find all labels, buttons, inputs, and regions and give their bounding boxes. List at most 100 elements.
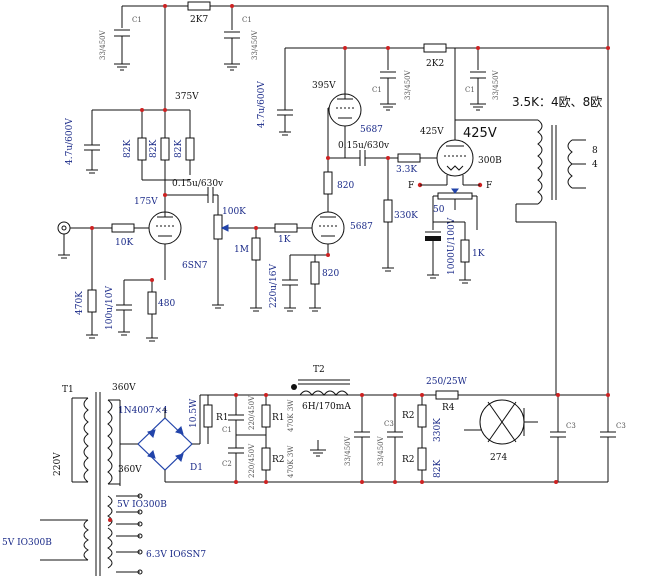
output-transformer: 8 4	[455, 119, 598, 395]
tube-5687-lower: 5687	[311, 211, 373, 255]
resistor-470k: 470K	[75, 226, 98, 339]
voltage-175v: 175V	[134, 197, 158, 207]
resistor-r4: 250/25W R4	[426, 377, 468, 413]
srpp-mid: 0.15u/630v 820	[323, 108, 398, 212]
svg-text:330K: 330K	[433, 418, 443, 442]
svg-text:220u/16V: 220u/16V	[269, 264, 279, 308]
cap-c1-b: C1 33/450V	[224, 16, 259, 71]
junctions	[140, 4, 610, 484]
svg-text:0.15u/630v: 0.15u/630v	[172, 179, 224, 189]
voltage-375v: 375V	[175, 92, 199, 102]
svg-text:4: 4	[592, 160, 598, 170]
svg-text:2K2: 2K2	[426, 59, 444, 69]
cap-pc6: C3	[556, 395, 626, 483]
resistor-2k2: 2K2	[423, 43, 447, 69]
svg-text:820: 820	[322, 269, 339, 279]
svg-text:F: F	[408, 181, 414, 191]
winding-taps: 5V IO300B 6.3V IO6SN7	[116, 493, 206, 575]
svg-text:470K 3W: 470K 3W	[287, 399, 295, 432]
svg-text:100K: 100K	[222, 207, 246, 217]
cap-pc1-pc2: C1 C2 220/450V 220/450V	[222, 395, 256, 482]
voltage-395v: 395V	[312, 81, 336, 91]
svg-text:33/450V: 33/450V	[251, 29, 259, 60]
choke-t2: T2 6H/170mA	[291, 365, 351, 457]
svg-text:82K: 82K	[123, 140, 133, 158]
power-transformer-t1: T1 220V 5V IO300B	[2, 385, 113, 576]
cap-c1-d: C1 33/450V	[465, 69, 500, 111]
svg-text:33/450V: 33/450V	[404, 69, 412, 100]
svg-text:33/450V: 33/450V	[344, 435, 352, 466]
svg-text:C1: C1	[222, 426, 232, 434]
svg-text:4.7u/600V: 4.7u/600V	[65, 118, 75, 165]
svg-text:220/450V: 220/450V	[248, 395, 256, 430]
divider-resistors: R2 R2 330K 82K	[402, 395, 443, 482]
cap-c1-c: C1 33/450V	[372, 69, 412, 111]
cap-4u7-b: 4.7u/600V	[257, 81, 293, 136]
svg-text:C1: C1	[372, 86, 382, 94]
svg-text:10K: 10K	[115, 238, 133, 248]
svg-text:F: F	[486, 181, 492, 191]
svg-text:1N4007×4: 1N4007×4	[118, 406, 168, 416]
svg-text:R2: R2	[402, 411, 415, 421]
resistor-330k: 330K	[382, 156, 418, 272]
svg-text:C3: C3	[616, 422, 626, 430]
svg-text:8: 8	[592, 146, 598, 156]
power-rail: 10.5W R1	[165, 394, 608, 483]
svg-text:6SN7: 6SN7	[182, 261, 208, 271]
bleeder-resistors: R1 R2 470K 3W 470K 3W	[236, 395, 295, 482]
svg-text:100u/10V: 100u/10V	[105, 286, 115, 330]
svg-text:0.15u/630v: 0.15u/630v	[338, 141, 390, 151]
svg-text:C3: C3	[384, 420, 394, 428]
svg-text:C1: C1	[132, 16, 142, 24]
tube-274: 274	[464, 399, 538, 463]
svg-text:5687: 5687	[360, 125, 383, 135]
svg-text:33/450V: 33/450V	[99, 29, 107, 60]
svg-text:C3: C3	[566, 422, 576, 430]
svg-text:C2: C2	[222, 460, 232, 468]
svg-text:1K: 1K	[472, 249, 485, 259]
svg-text:D1: D1	[190, 463, 203, 473]
resistor-1m: 1M	[234, 226, 262, 312]
svg-text:33/450V: 33/450V	[492, 69, 500, 100]
svg-text:5V IO300B: 5V IO300B	[2, 538, 52, 548]
svg-text:360V: 360V	[118, 465, 142, 475]
voltage-425v-large: 425V	[463, 126, 497, 141]
svg-text:C1: C1	[465, 86, 475, 94]
cap-1000u: 1000U/100V	[425, 217, 457, 279]
svg-text:R1: R1	[216, 413, 229, 423]
resistor-3k3: 3.3K	[396, 153, 440, 175]
cap-c1-a: C1 33/450V	[99, 16, 142, 71]
svg-text:82K: 82K	[174, 140, 184, 158]
svg-text:274: 274	[490, 453, 507, 463]
tube-300b: 300B	[436, 120, 502, 177]
cap-pc3: 33/450V	[344, 395, 370, 482]
input-jack	[57, 221, 112, 259]
svg-text:2K7: 2K7	[190, 15, 208, 25]
svg-text:220/450V: 220/450V	[248, 443, 256, 478]
svg-text:33/450V: 33/450V	[377, 435, 385, 466]
top-bplus-rail	[121, 5, 609, 395]
resistor-1k-cathode: 1K	[433, 221, 485, 284]
svg-text:6H/170mA: 6H/170mA	[302, 402, 351, 412]
svg-text:470K: 470K	[75, 291, 85, 315]
svg-text:R2: R2	[402, 455, 415, 465]
svg-text:300B: 300B	[478, 156, 502, 166]
svg-text:R2: R2	[272, 455, 285, 465]
hv-winding: 360V 360V	[108, 383, 142, 486]
svg-text:360V: 360V	[112, 383, 136, 393]
resistor-1k-grid: 1K	[274, 223, 316, 245]
bridge-rectifier: 1N4007×4 D1	[118, 406, 203, 482]
svg-text:C1: C1	[242, 16, 252, 24]
svg-text:1000U/100V: 1000U/100V	[447, 217, 457, 275]
svg-text:82K: 82K	[149, 140, 159, 158]
svg-text:220V: 220V	[53, 452, 63, 476]
cap-pc5: C3	[550, 395, 576, 482]
svg-text:5687: 5687	[350, 222, 373, 232]
stage2-cathode: 220u/16V 820	[269, 254, 339, 312]
svg-text:480: 480	[158, 299, 175, 309]
resistor-2k7: 2K7	[187, 1, 211, 25]
svg-text:6.3V IO6SN7: 6.3V IO6SN7	[146, 550, 206, 560]
svg-text:82K: 82K	[433, 460, 443, 478]
svg-text:470K 3W: 470K 3W	[287, 445, 295, 478]
